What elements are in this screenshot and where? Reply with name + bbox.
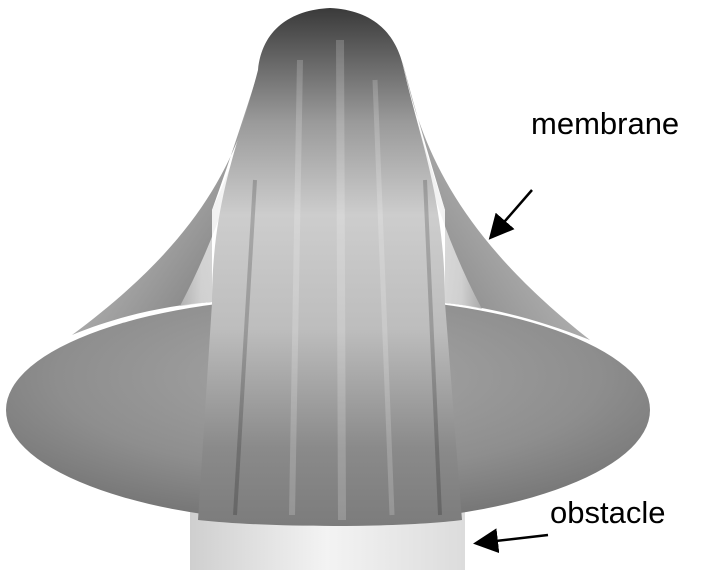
membrane-front-column bbox=[198, 8, 462, 526]
obstacle-arrow bbox=[473, 528, 549, 554]
membrane-label: membrane bbox=[531, 106, 680, 141]
membrane-arrow bbox=[488, 189, 533, 240]
membrane-left-flank bbox=[72, 60, 262, 335]
membrane-streaks bbox=[233, 39, 442, 521]
obstacle-label: obstacle bbox=[550, 495, 666, 530]
